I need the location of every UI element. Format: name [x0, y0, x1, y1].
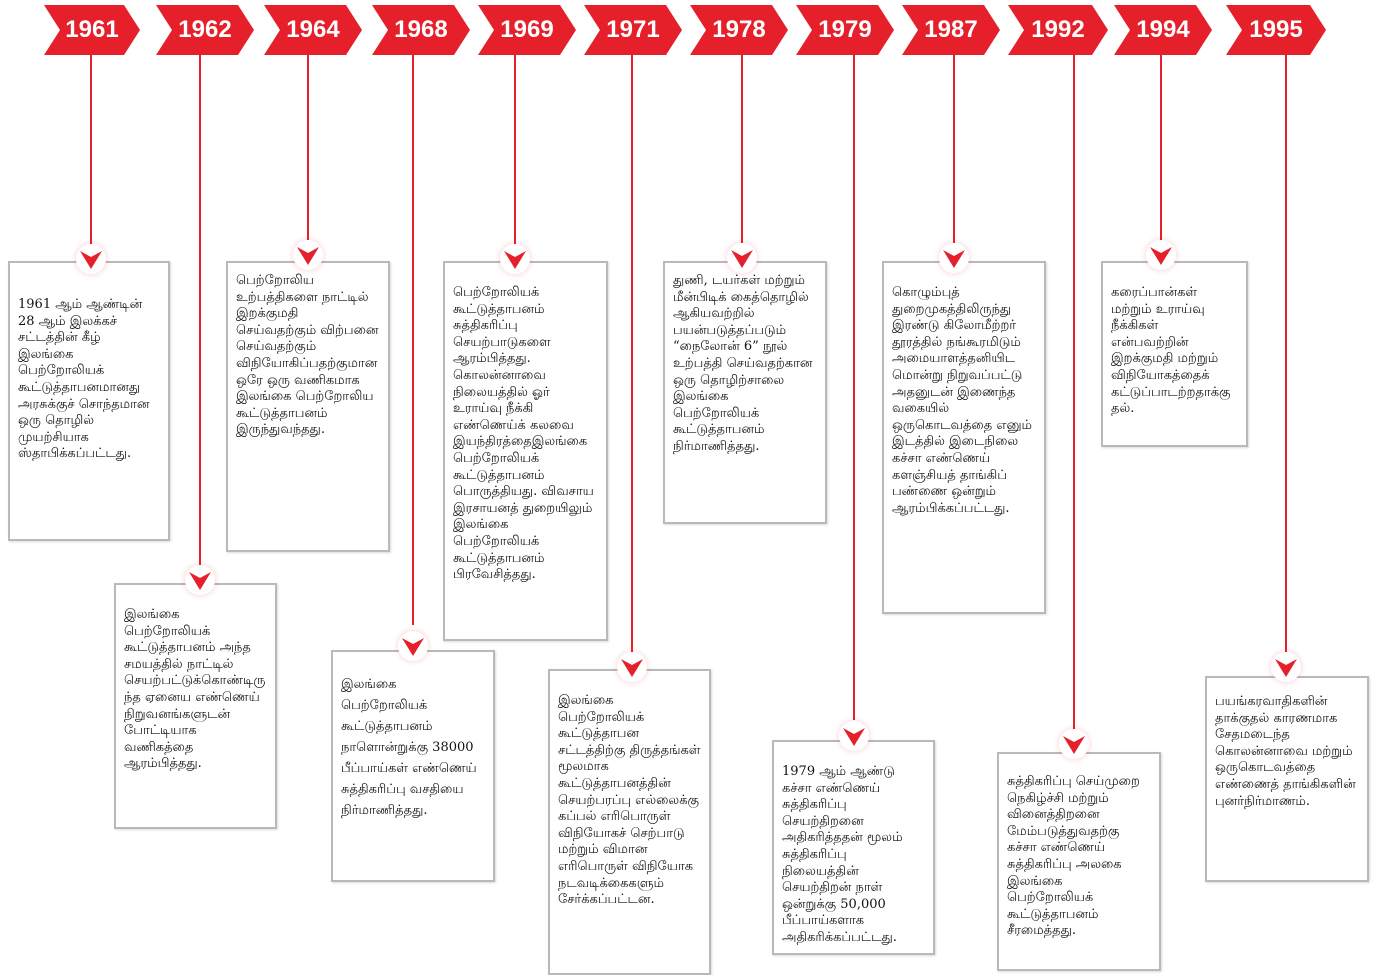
event-card-1971: இலங்கை பெற்றோலியக் கூட்டுத்தாபன சட்டத்தி… — [548, 669, 711, 975]
year-chevron-1968: 1968 — [372, 5, 470, 55]
year-label: 1964 — [286, 16, 340, 43]
year-label: 1962 — [178, 16, 232, 43]
event-description: பெற்றோலிய உற்பத்திகளை நாட்டில் இறக்குமதி… — [236, 273, 379, 438]
chevron-down-icon — [398, 631, 428, 661]
connector-line-1964 — [307, 55, 309, 240]
connector-line-1971 — [631, 55, 633, 655]
year-chevron-1978: 1978 — [690, 5, 788, 55]
connector-line-1992 — [1073, 55, 1075, 730]
year-label: 1992 — [1031, 16, 1085, 43]
chevron-down-icon — [727, 243, 757, 273]
year-chevron-1964: 1964 — [264, 5, 362, 55]
event-description: பெற்றோலியக் கூட்டுத்தாபனம் சுத்திகரிப்பு… — [453, 285, 594, 583]
year-chevron-1971: 1971 — [584, 5, 682, 55]
connector-line-1962 — [199, 55, 201, 565]
connector-line-1968 — [412, 55, 414, 625]
chevron-down-icon — [1146, 240, 1176, 270]
event-description: கரைப்பான்கள் மற்றும் உராய்வு நீக்கிகள் எ… — [1111, 285, 1231, 417]
year-label: 1994 — [1136, 16, 1190, 43]
year-label: 1979 — [818, 16, 872, 43]
event-description: 1979 ஆம் ஆண்டு கச்சா எண்ணெய் சுத்திகரிப்… — [782, 764, 903, 945]
chevron-down-icon — [1271, 652, 1301, 682]
chevron-down-icon — [500, 244, 530, 274]
event-card-1994: கரைப்பான்கள் மற்றும் உராய்வு நீக்கிகள் எ… — [1101, 261, 1248, 447]
chevron-down-icon — [839, 721, 869, 751]
event-card-1992: சுத்திகரிப்பு செய்முறை நெகிழ்ச்சி மற்றும… — [997, 752, 1161, 971]
connector-line-1995 — [1285, 55, 1287, 652]
event-description: சுத்திகரிப்பு செய்முறை நெகிழ்ச்சி மற்றும… — [1007, 774, 1140, 939]
year-label: 1995 — [1249, 16, 1303, 43]
connector-line-1978 — [741, 55, 743, 245]
event-description: 1961 ஆம் ஆண்டின் 28 ஆம் இலக்கச் சட்டத்தி… — [18, 297, 150, 462]
year-chevron-1961: 1961 — [44, 5, 140, 55]
event-description: இலங்கை பெற்றோலியக் கூட்டுத்தாபன சட்டத்தி… — [558, 693, 701, 908]
year-label: 1978 — [712, 16, 766, 43]
chevron-down-icon — [939, 243, 969, 273]
year-label: 1987 — [924, 16, 978, 43]
event-description: கொழும்புத் துறைமுகத்திலிருந்து இரண்டு கி… — [892, 285, 1033, 516]
event-description: துணி, டயர்கள் மற்றும் மீன்பிடிக் கைத்தொழ… — [673, 273, 813, 454]
year-label: 1971 — [606, 16, 660, 43]
year-label: 1969 — [500, 16, 554, 43]
connector-line-1979 — [853, 55, 855, 720]
event-description: இலங்கை பெற்றோலியக் கூட்டுத்தாபனம் அந்த ச… — [124, 607, 266, 772]
connector-line-1961 — [90, 55, 92, 250]
year-label: 1968 — [394, 16, 448, 43]
event-card-1979: 1979 ஆம் ஆண்டு கச்சா எண்ணெய் சுத்திகரிப்… — [772, 740, 935, 955]
event-description: இலங்கை பெற்றோலியக் கூட்டுத்தாபனம் நாளொன்… — [341, 677, 477, 818]
chevron-down-icon — [76, 244, 106, 274]
chevron-down-icon — [293, 240, 323, 270]
chevron-down-icon — [617, 652, 647, 682]
event-card-1969: பெற்றோலியக் கூட்டுத்தாபனம் சுத்திகரிப்பு… — [443, 261, 608, 641]
event-card-1995: பயங்கரவாதிகளின் தாக்குதல் காரணமாக சேதமடை… — [1205, 676, 1369, 882]
year-chevron-1987: 1987 — [902, 5, 1000, 55]
year-chevron-1979: 1979 — [796, 5, 894, 55]
event-card-1962: இலங்கை பெற்றோலியக் கூட்டுத்தாபனம் அந்த ச… — [114, 583, 277, 829]
chevron-down-icon — [185, 565, 215, 595]
connector-line-1994 — [1160, 55, 1162, 240]
year-chevron-1994: 1994 — [1114, 5, 1212, 55]
chevron-down-icon — [1059, 729, 1089, 759]
year-chevron-1969: 1969 — [478, 5, 576, 55]
event-description: பயங்கரவாதிகளின் தாக்குதல் காரணமாக சேதமடை… — [1215, 694, 1356, 809]
event-card-1964: பெற்றோலிய உற்பத்திகளை நாட்டில் இறக்குமதி… — [226, 261, 390, 552]
year-chevron-1995: 1995 — [1226, 5, 1326, 55]
year-chevron-1992: 1992 — [1008, 5, 1108, 55]
event-card-1987: கொழும்புத் துறைமுகத்திலிருந்து இரண்டு கி… — [882, 261, 1046, 614]
year-label: 1961 — [65, 16, 119, 43]
connector-line-1969 — [514, 55, 516, 245]
event-card-1978: துணி, டயர்கள் மற்றும் மீன்பிடிக் கைத்தொழ… — [663, 261, 827, 524]
event-card-1968: இலங்கை பெற்றோலியக் கூட்டுத்தாபனம் நாளொன்… — [331, 650, 495, 882]
event-card-1961: 1961 ஆம் ஆண்டின் 28 ஆம் இலக்கச் சட்டத்தி… — [8, 261, 170, 541]
year-chevron-1962: 1962 — [156, 5, 254, 55]
connector-line-1987 — [953, 55, 955, 245]
